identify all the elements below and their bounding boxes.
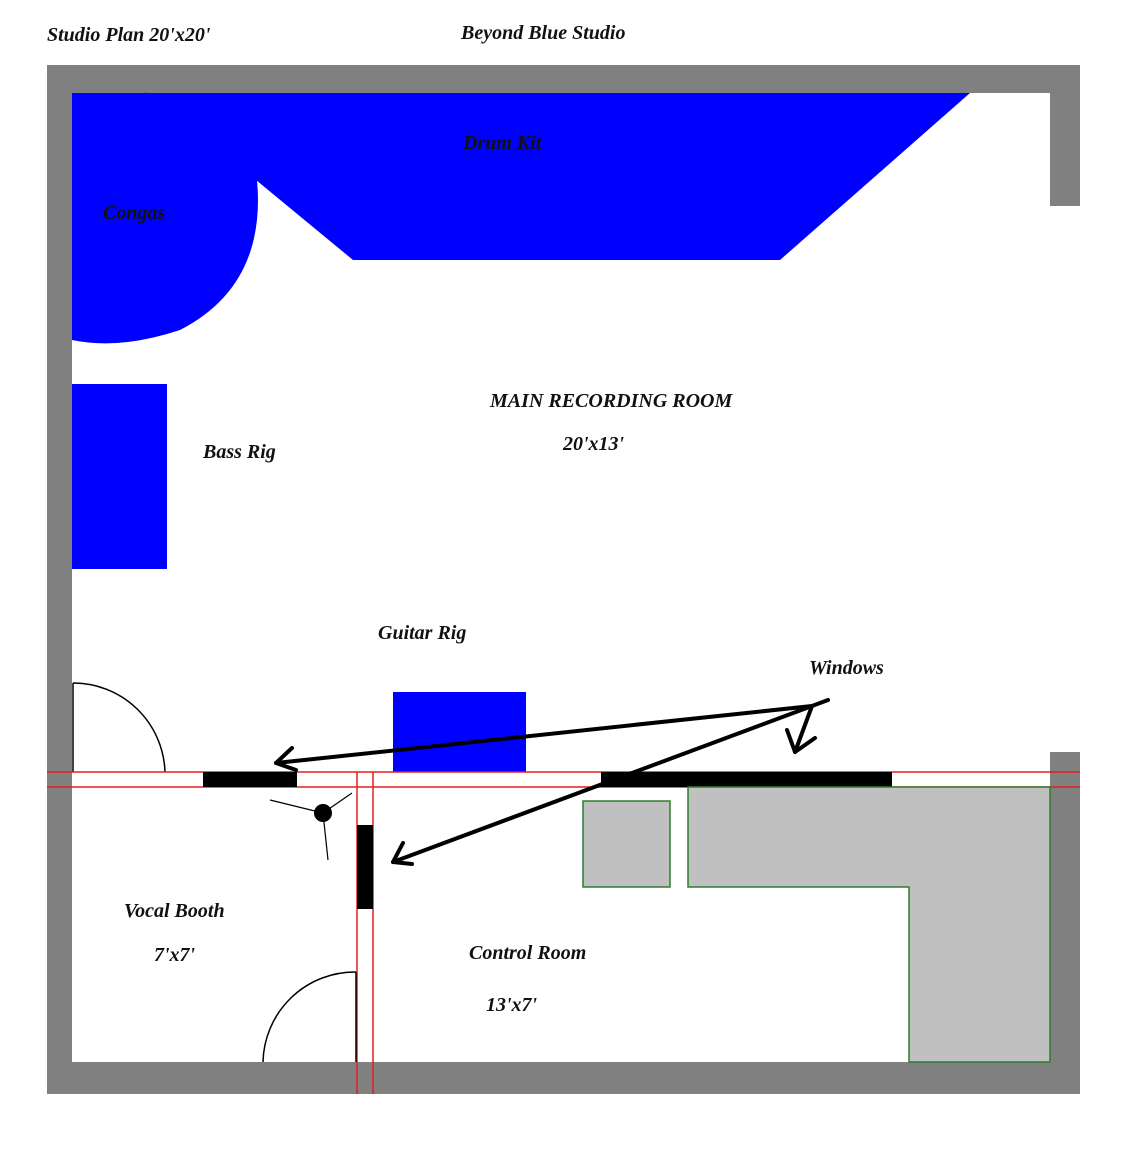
booth-fixture-icon [269, 792, 353, 861]
drum-kit-area [72, 93, 970, 260]
guitar-rig-label: Guitar Rig [378, 622, 467, 644]
bass-rig-label: Bass Rig [203, 441, 276, 463]
wall-right-lower [1050, 752, 1080, 1094]
vocal-booth-door [262, 971, 357, 1063]
congas-area [72, 93, 258, 344]
plan-title: Studio Plan 20'x20' [47, 24, 211, 46]
outer-walls [47, 65, 1080, 1094]
control-room-label: Control Room [469, 942, 587, 964]
wall-left [47, 65, 72, 1094]
window-arrows [274, 698, 830, 866]
congas-label: Congas [103, 202, 166, 224]
window-control-room [601, 772, 892, 787]
guitar-rig-block [393, 692, 526, 772]
control-room-size: 13'x7' [486, 994, 538, 1016]
windows-label: Windows [809, 657, 884, 679]
wall-top [47, 65, 1080, 93]
vocal-booth-label: Vocal Booth [124, 900, 225, 922]
main-door [72, 682, 166, 773]
wall-right-upper [1050, 65, 1080, 206]
wall-bottom [47, 1062, 1080, 1094]
window-booth-control [357, 825, 373, 909]
studio-name: Beyond Blue Studio [461, 22, 626, 44]
drum-kit-label: Drum Kit [463, 132, 542, 154]
control-desk-main [687, 786, 1051, 1063]
bass-rig-block [72, 384, 167, 569]
vocal-booth-size: 7'x7' [154, 944, 196, 966]
main-room-label: MAIN RECORDING ROOM [490, 390, 733, 412]
main-room-size: 20'x13' [563, 433, 625, 455]
window-vocal-booth [203, 772, 297, 787]
control-desk-small [582, 800, 671, 888]
